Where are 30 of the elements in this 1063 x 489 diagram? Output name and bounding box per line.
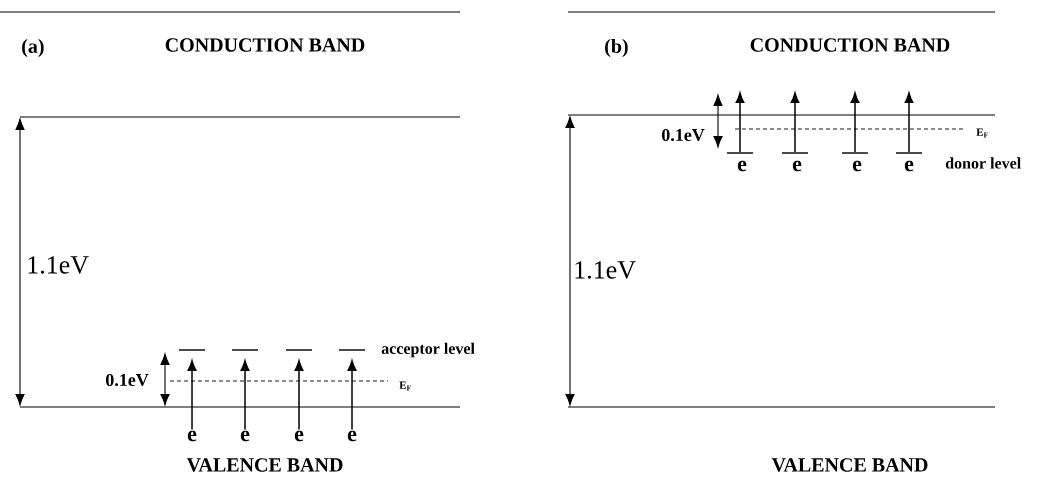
electron-label: e xyxy=(294,430,304,442)
level-label: acceptor level xyxy=(381,342,475,358)
arrow xyxy=(240,360,250,431)
energy-label: 0.1eV xyxy=(662,128,705,142)
level-label: donor level xyxy=(945,157,1021,169)
arrow xyxy=(850,92,860,153)
electron-label: e xyxy=(737,160,747,172)
band-label: CONDUCTION BAND xyxy=(165,38,365,52)
band-label: VALENCE BAND xyxy=(186,458,343,472)
fermi-level-label: E$_{F}$ xyxy=(976,128,988,138)
band-label: CONDUCTION BAND xyxy=(750,38,950,52)
fermi-level-label: E$_{F}$ xyxy=(399,381,411,391)
electron-label: e xyxy=(347,430,357,442)
arrow xyxy=(294,360,304,431)
electron-label: e xyxy=(852,160,862,172)
arrow xyxy=(187,360,197,431)
panel-label: (a) xyxy=(22,38,44,58)
electron-label: e xyxy=(240,430,250,442)
electron-label: e xyxy=(792,160,802,172)
energy-label: 0.1eV xyxy=(106,373,149,387)
arrow xyxy=(347,360,357,431)
arrow xyxy=(790,92,800,153)
panel-label: (b) xyxy=(605,38,628,58)
arrow xyxy=(904,92,914,153)
electron-label: e xyxy=(904,160,914,172)
band-label: VALENCE BAND xyxy=(771,458,928,472)
electron-label: e xyxy=(187,430,197,442)
energy-label: 1.1eV xyxy=(28,256,89,274)
arrow xyxy=(735,92,745,153)
energy-label: 1.1eV xyxy=(575,261,636,279)
